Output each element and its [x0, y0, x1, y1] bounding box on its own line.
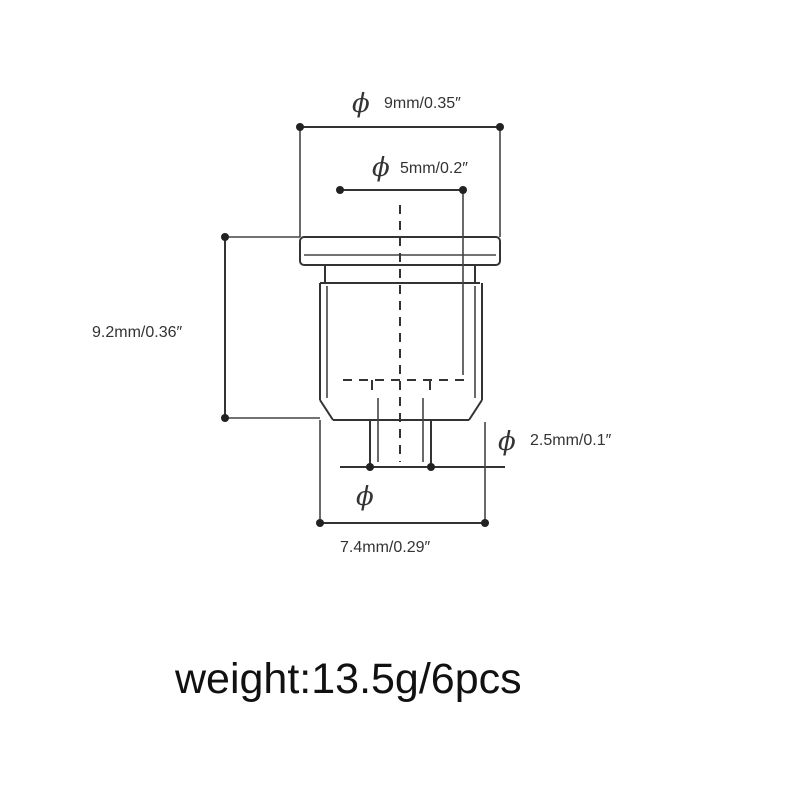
- inner-diameter-label: 5mm/0.2″: [400, 160, 468, 177]
- pin-diameter-label: 2.5mm/0.1″: [530, 432, 612, 449]
- pin-dim-dot-right: [427, 463, 435, 471]
- body-dim-dot-right: [481, 519, 489, 527]
- cap-diameter-label: 9mm/0.35″: [384, 95, 461, 112]
- height-dimension: 9.2mm/0.36″: [92, 233, 320, 422]
- part-outline: [299, 236, 501, 467]
- cap-diameter-dimension: ϕ 9mm/0.35″: [296, 89, 504, 237]
- pin-diameter-dimension: ϕ 2.5mm/0.1″: [340, 427, 612, 471]
- cap-diameter-symbol: ϕ: [352, 89, 370, 119]
- body-diameter-dimension: ϕ 7.4mm/0.29″: [316, 420, 489, 556]
- inner-diameter-dimension: ϕ 5mm/0.2″: [336, 153, 468, 375]
- inner-dim-dot-left: [336, 186, 344, 194]
- inner-dim-dot-right: [459, 186, 467, 194]
- body-diameter-label: 7.4mm/0.29″: [340, 539, 430, 556]
- pin-diameter-symbol: ϕ: [498, 427, 516, 457]
- height-label: 9.2mm/0.36″: [92, 324, 182, 341]
- cap-dim-dot-left: [296, 123, 304, 131]
- cap-dim-dot-right: [496, 123, 504, 131]
- chamfer-right: [468, 399, 483, 421]
- inner-diameter-symbol: ϕ: [372, 153, 390, 183]
- weight-caption: weight:13.5g/6pcs: [174, 655, 522, 703]
- chamfer-left: [319, 399, 334, 421]
- pin-dim-dot-left: [366, 463, 374, 471]
- body-diameter-symbol: ϕ: [356, 482, 374, 512]
- body-dim-dot-left: [316, 519, 324, 527]
- height-dim-dot-top: [221, 233, 229, 241]
- height-dim-dot-bottom: [221, 414, 229, 422]
